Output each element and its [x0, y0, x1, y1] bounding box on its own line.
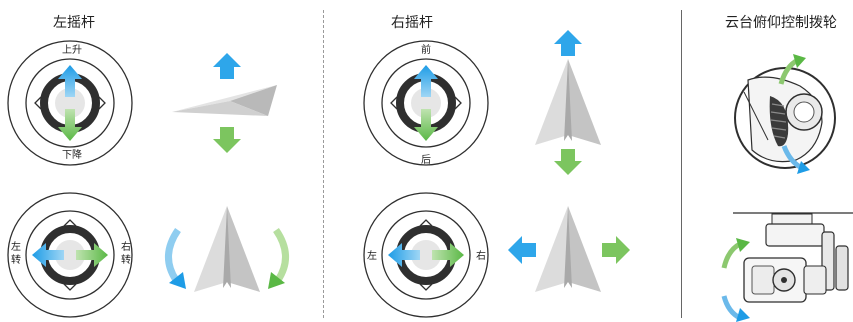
roll-left-arrow — [508, 236, 536, 264]
top-view-plane-roll — [535, 206, 601, 292]
right-stick-title: 右摇杆 — [391, 15, 433, 31]
top-view-plane-yaw — [194, 206, 260, 292]
right-stick-roll-joystick — [364, 193, 488, 317]
gimbal-wheel-closeup — [734, 54, 836, 174]
label-down: 下降 — [62, 148, 82, 161]
side-view-plane — [172, 85, 277, 116]
forward-arrow — [554, 30, 582, 56]
label-left: 左 — [367, 249, 377, 262]
label-rotate-left-2: 转 — [11, 253, 21, 266]
label-rotate-right-1: 右 — [121, 240, 131, 253]
backward-arrow — [554, 149, 582, 175]
roll-right-arrow — [602, 236, 630, 264]
left-stick-throttle-joystick — [8, 41, 132, 165]
gimbal-wheel-title: 云台俯仰控制拨轮 — [725, 15, 837, 31]
left-stick-title: 左摇杆 — [53, 15, 95, 31]
right-stick-pitch-joystick — [364, 41, 488, 165]
top-view-plane-pitch — [535, 59, 601, 145]
throttle-up-arrow — [213, 53, 241, 79]
rotate-left-curved-arrow — [165, 228, 186, 289]
label-rotate-left-1: 左 — [11, 240, 21, 253]
dashed-divider — [323, 10, 324, 318]
label-forward: 前 — [421, 43, 431, 56]
left-stick-yaw-joystick — [8, 193, 132, 317]
rotate-right-curved-arrow — [268, 228, 289, 289]
label-right: 右 — [476, 249, 486, 262]
throttle-down-arrow — [213, 127, 241, 153]
label-backward: 后 — [421, 154, 431, 166]
label-rotate-right-2: 转 — [121, 253, 131, 266]
solid-divider — [681, 10, 682, 318]
label-up: 上升 — [62, 44, 82, 56]
gimbal-camera-illustration — [721, 212, 853, 322]
